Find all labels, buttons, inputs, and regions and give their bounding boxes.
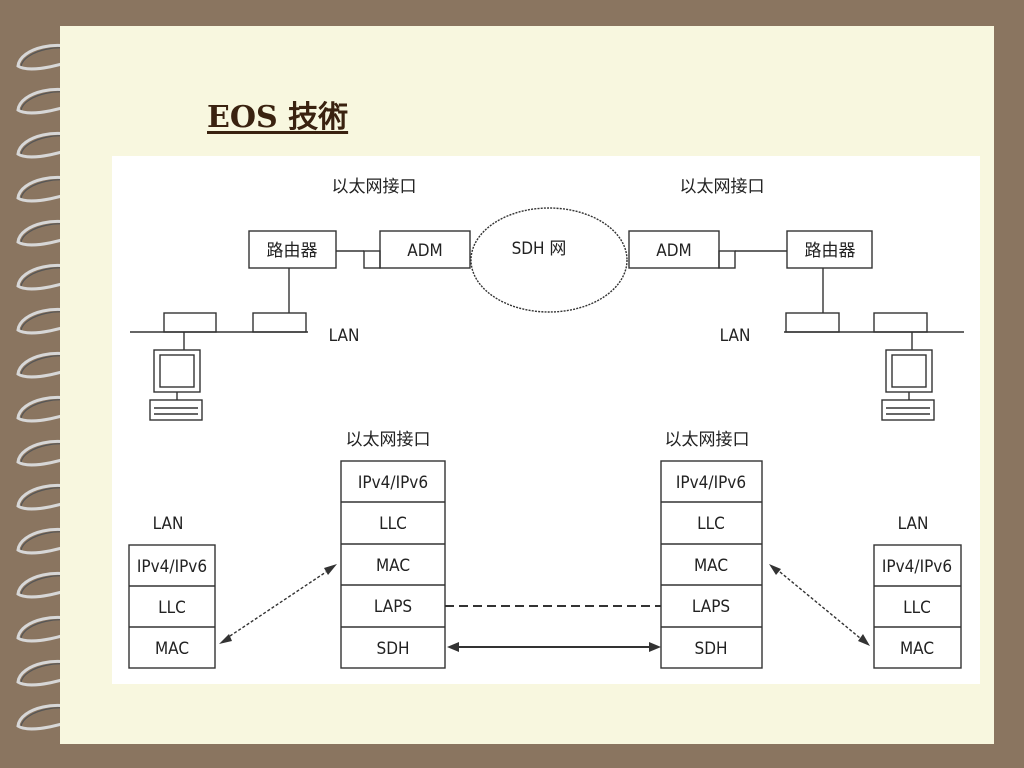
router-box-left [248,230,337,269]
lan-node-right-2 [873,312,928,333]
edge-left-layer-mac: MAC [155,639,189,659]
edge-stack-left [128,544,216,669]
router-label-right: 路由器 [805,241,856,261]
edge-stack-right [873,544,962,669]
adm-label-right: ADM [656,241,691,261]
edge-right-layer-llc: LLC [903,598,931,618]
lan-label-top-left: LAN [329,326,360,346]
adm-label-left: ADM [407,241,442,261]
lan-node-left-1 [163,312,217,333]
sdh-arrowhead-left [447,642,459,652]
interface-stack-right [660,460,763,669]
right-arrowhead-upper [769,564,781,575]
right-mac-link [779,571,861,639]
iface-right-layer-mac: MAC [694,556,728,576]
ethernet-interface-label-stack-left: 以太网接口 [346,430,431,450]
lan-node-left-2 [252,312,307,333]
router-box-right [786,230,873,269]
sdh-arrowhead-right [649,642,661,652]
left-arrowhead-upper [324,564,337,575]
iface-left-layer-sdh: SDH [377,639,410,659]
iface-right-layer-ip: IPv4/IPv6 [676,473,746,493]
edge-left-layer-llc: LLC [158,598,186,618]
adm-box-left [379,230,471,269]
adm-port-left [363,250,381,269]
ethernet-interface-label-top-right: 以太网接口 [680,177,765,197]
computer-icon-right [881,349,935,421]
iface-left-layer-ip: IPv4/IPv6 [358,473,428,493]
computer-icon-left [149,349,203,421]
router-label-left: 路由器 [267,241,318,261]
edge-right-layer-mac: MAC [900,639,934,659]
ethernet-interface-label-stack-right: 以太网接口 [665,430,750,450]
left-arrowhead-lower [219,634,232,644]
sdh-network-ellipse [470,207,628,313]
lan-label-stack-right: LAN [898,514,929,534]
lan-label-stack-left: LAN [153,514,184,534]
sdh-network-label: SDH 网 [512,239,567,259]
left-mac-link [229,571,327,637]
diagram-panel: 以太网接口 以太网接口 路由器 路由器 ADM ADM SDH 网 LAN LA… [112,156,980,684]
adm-port-right [718,250,736,269]
eos-network-diagram: 以太网接口 以太网接口 路由器 路由器 ADM ADM SDH 网 LAN LA… [128,177,964,669]
iface-right-layer-llc: LLC [697,514,725,534]
lan-node-right-1 [785,312,840,333]
lan-label-top-right: LAN [720,326,751,346]
edge-left-layer-ip: IPv4/IPv6 [137,557,207,577]
iface-left-layer-laps: LAPS [374,597,412,617]
interface-stack-left [340,460,446,669]
right-arrowhead-lower [858,634,870,646]
iface-left-layer-llc: LLC [379,514,407,534]
slide-title: EOS 技術 [207,100,349,135]
edge-right-layer-ip: IPv4/IPv6 [882,557,952,577]
iface-right-layer-laps: LAPS [692,597,730,617]
iface-right-layer-sdh: SDH [695,639,728,659]
ethernet-interface-label-top-left: 以太网接口 [332,177,417,197]
adm-box-right [628,230,720,269]
iface-left-layer-mac: MAC [376,556,410,576]
